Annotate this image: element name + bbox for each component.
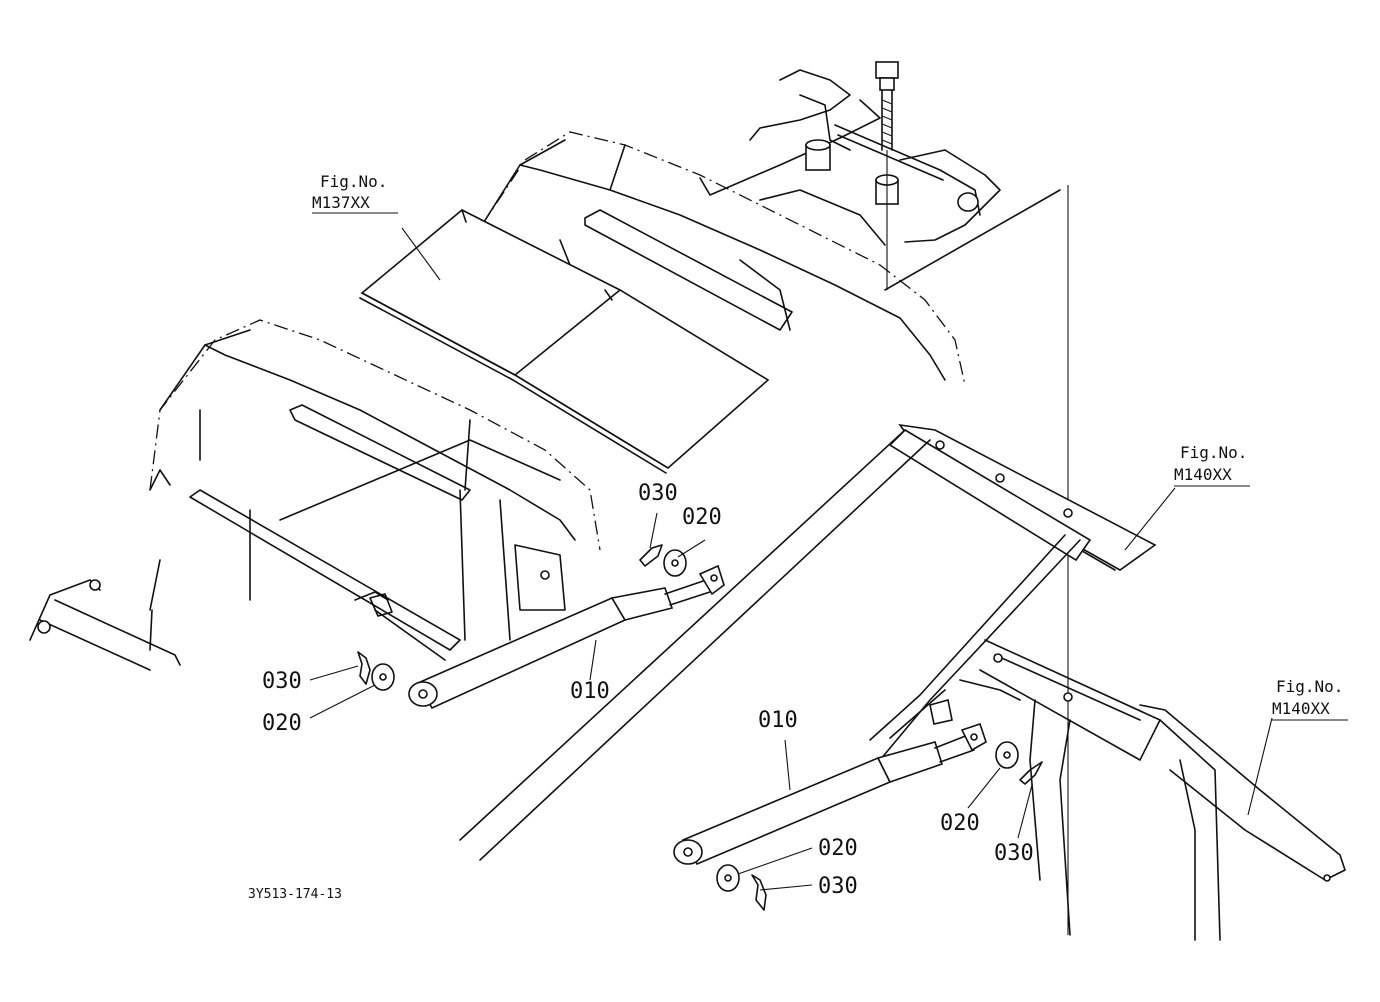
fig-ref-label: Fig.No. (1180, 443, 1247, 462)
cover-panel (359, 209, 793, 474)
fig-ref-code: M140XX (1174, 465, 1232, 484)
callout-030: 030 (994, 841, 1034, 866)
gas-strut-right (673, 689, 987, 866)
callout-030: 030 (262, 669, 302, 694)
fig-ref-code: M137XX (312, 193, 370, 212)
callout-020: 020 (262, 711, 302, 736)
fig-ref-label: Fig.No. (320, 172, 387, 191)
leader-lines (309, 227, 1273, 891)
figure-ref-m140-upper: Fig.No. M140XX (1174, 443, 1250, 487)
figure-ref-m140-lower: Fig.No. M140XX (1272, 677, 1348, 721)
callout-030: 030 (818, 874, 858, 899)
callout-010: 010 (570, 679, 610, 704)
front-frame-assembly (29, 319, 601, 671)
figure-ref-m137: Fig.No. M137XX (312, 172, 398, 214)
drawing-code: 3Y513-174-13 (248, 887, 342, 902)
fig-ref-label: Fig.No. (1276, 677, 1343, 696)
side-frame-assembly (459, 423, 1346, 941)
callout-020: 020 (682, 505, 722, 530)
washer-and-pin-set (357, 544, 1043, 911)
callout-030: 030 (638, 481, 678, 506)
fig-ref-code: M140XX (1272, 699, 1330, 718)
callout-020: 020 (940, 811, 980, 836)
gas-strut-left (369, 564, 725, 710)
hex-bolt (875, 61, 899, 290)
callout-020: 020 (818, 836, 858, 861)
callout-010: 010 (758, 708, 798, 733)
